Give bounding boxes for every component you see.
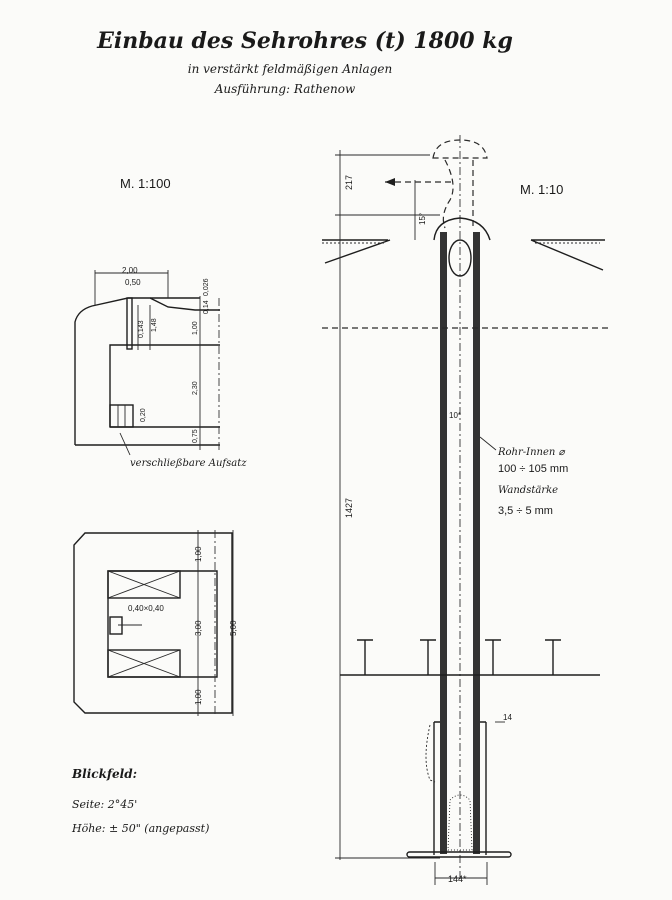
- dim-0-50: 0,50: [125, 278, 141, 287]
- pipe-wall-right: [473, 232, 480, 854]
- dim-0-14: 0,14: [203, 300, 210, 314]
- base-plate: [406, 851, 512, 858]
- pipe-note-line-1: Rohr-Innen ⌀: [497, 447, 566, 458]
- plan-dim-1-00-bottom: 1,00: [194, 689, 203, 705]
- section-shaft: [126, 297, 133, 350]
- pipe-sleeve: [433, 721, 487, 855]
- plan-box-top: [107, 570, 181, 599]
- pipe-note-line-4: 3,5 ÷ 5 mm: [498, 505, 553, 517]
- dim-217: 217: [344, 175, 354, 190]
- dim-10: 10*: [449, 411, 461, 420]
- pipe-note-line-3: Wandstärke: [498, 485, 558, 496]
- field-of-view-height: Höhe: ± 50" (angepasst): [71, 822, 209, 835]
- dim-1427: 1427: [344, 498, 354, 518]
- plan-dim-5-00: 5,00: [229, 620, 238, 636]
- pipe-wall-left: [440, 232, 447, 854]
- field-of-view-side: Seite: 2°45': [72, 798, 137, 811]
- pipe-cap: [433, 217, 491, 241]
- section-room: [109, 344, 220, 428]
- pipe-opening: [448, 239, 472, 277]
- ground-line: [322, 239, 605, 271]
- section-hatch: [109, 404, 134, 428]
- drawing-title: Einbau des Sehrohres (t) 1800 kg: [96, 28, 513, 54]
- section-callout: verschließbare Aufsatz: [130, 458, 247, 469]
- section-view: 2,00 0,50 0,026 0,14 0,143 1,48 1,00 2,3…: [74, 266, 247, 469]
- drawing-subtitle: in verstärkt feldmäßigen Anlagen: [188, 62, 392, 76]
- plan-box-bottom: [107, 649, 181, 678]
- section-scale-label: M. 1:100: [120, 176, 171, 191]
- dim-15-deg: 15°: [418, 213, 427, 225]
- dim-2-00: 2,00: [122, 266, 138, 275]
- plan-view: 0,40×0,40 1,00 3,00 1,00 5,00: [73, 530, 238, 716]
- dim-0-026: 0,026: [203, 278, 210, 296]
- i-beams: [357, 639, 561, 675]
- dim-1-48: 1,48: [151, 318, 158, 332]
- field-of-view-heading: Blickfeld:: [71, 767, 137, 781]
- section-outline: [74, 297, 220, 445]
- pipe-note-line-2: 100 ÷ 105 mm: [498, 463, 568, 475]
- detail-scale-label: M. 1:10: [520, 182, 563, 197]
- dim-2-30: 2,30: [192, 381, 199, 395]
- dim-0-143: 0,143: [138, 320, 145, 338]
- dim-0-75: 0,75: [192, 429, 199, 443]
- dim-1-00: 1,00: [192, 321, 199, 335]
- dim-144: 144*: [448, 874, 467, 884]
- dim-14: 14: [503, 713, 512, 722]
- plan-periscope-square: [109, 616, 123, 635]
- detail-view: 217 1427 15° 10* Rohr-Innen ⌀ 100 ÷ 105 …: [322, 135, 610, 885]
- plan-square-label: 0,40×0,40: [128, 604, 164, 613]
- plan-dim-1-00-top: 1,00: [194, 546, 203, 562]
- drawing-execution: Ausführung: Rathenow: [214, 82, 356, 96]
- plan-dim-3-00: 3,00: [194, 620, 203, 636]
- plan-outline: [73, 532, 233, 714]
- dim-0-20: 0,20: [140, 408, 147, 422]
